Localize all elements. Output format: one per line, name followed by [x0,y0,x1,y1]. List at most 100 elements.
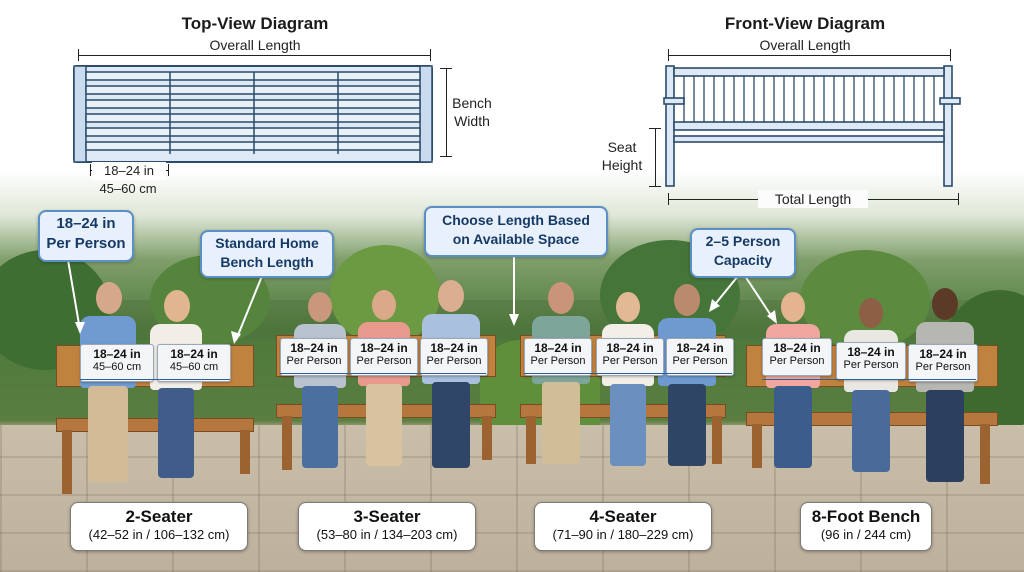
person-legs [302,386,338,468]
person-legs [88,386,128,482]
spacing-tag-inches: 18–24 in [773,341,821,355]
person-legs [852,390,890,472]
seat-height-line2: Height [601,157,643,173]
front-view-bench-drawing [663,65,961,187]
person-legs [610,384,646,466]
person-head [308,292,332,322]
spacing-tag-sub: Per Person [769,355,825,367]
size-label-8-foot-bench: 8-Foot Bench (96 in / 244 cm) [800,502,932,551]
bench-width-line [446,68,447,156]
person-legs [668,384,706,466]
person-head [548,282,574,314]
spacing-tag-sub: Per Person [602,355,658,367]
bench-leg [240,430,250,474]
tick [958,193,959,205]
spacing-tag-inches: 18–24 in [430,341,478,355]
person-head [164,290,190,322]
tag-arrow [280,373,486,374]
tick [950,49,951,61]
total-length-label: Total Length [758,190,868,208]
top-view-overall-length-line [78,55,430,56]
seat-height-line1: Seat [607,139,637,155]
spacing-tag-sub: Per Person [672,355,728,367]
size-label-dimensions: (96 in / 244 cm) [820,527,912,542]
capacity-callout-line2: Capacity [713,252,773,268]
front-view-overall-length-line [668,55,950,56]
size-label-2-seater: 2-Seater (42–52 in / 106–132 cm) [70,502,248,551]
bench-width-line2: Width [454,113,490,129]
person-legs [926,390,964,482]
spacing-tag-sub: Per Person [286,355,342,367]
spacing-tag-sub: 45–60 cm [169,361,219,373]
size-label-dimensions: (71–90 in / 180–229 cm) [552,527,694,542]
size-label-3-seater: 3-Seater (53–80 in / 134–203 cm) [298,502,476,551]
tick [649,128,661,129]
tick [668,49,669,61]
spacing-tag-sub: Per Person [356,355,412,367]
front-view-overall-length-label: Overall Length [759,37,851,53]
tick [90,164,91,176]
top-view-overall-length-label: Overall Length [209,37,301,53]
spacing-tag-inches: 18–24 in [676,341,724,355]
bench-width-label: Bench Width [446,94,498,130]
person-head [674,284,700,316]
person-legs [366,384,402,466]
spacing-tag-inches: 18–24 in [93,347,141,361]
spacing-tag-inches: 18–24 in [360,341,408,355]
size-label-title: 3-Seater [353,507,421,526]
tick [430,49,431,61]
spacing-tag-sub: Per Person [915,361,971,373]
tick [168,164,169,176]
tick [668,193,669,205]
spacing-tag-sub: Per Person [843,359,899,371]
segment-in-label: 18–24 in [92,162,166,180]
size-label-title: 4-Seater [589,507,657,526]
per-person-callout-line2: Per Person [46,235,126,252]
capacity-callout-line1: 2–5 Person [705,233,781,249]
size-label-dimensions: (42–52 in / 106–132 cm) [88,527,230,542]
tag-arrow [762,379,976,380]
bench-leg [482,416,492,460]
bench-leg [62,430,72,494]
person-legs [432,382,470,468]
top-view-title: Top-View Diagram [181,14,329,33]
capacity-callout: 2–5 Person Capacity [690,228,796,278]
bench-leg [526,416,536,464]
spacing-tag-sub: 45–60 cm [92,361,142,373]
choose-length-callout-line2: on Available Space [452,231,580,247]
seat-height-line [655,128,656,186]
bench-leg [980,424,990,484]
tag-arrow [524,373,732,374]
front-view-title: Front-View Diagram [724,14,886,33]
tick [440,68,452,69]
per-person-callout: 18–24 in Per Person [38,210,134,262]
person-legs [158,388,194,478]
spacing-tag-sub: Per Person [426,355,482,367]
person-head [781,292,805,322]
size-label-4-seater: 4-Seater (71–90 in / 180–229 cm) [534,502,712,551]
tick [440,156,452,157]
person-head [372,290,396,320]
person-legs [774,386,812,468]
person-head [616,292,640,322]
spacing-tag-inches: 18–24 in [606,341,654,355]
bench-width-line1: Bench [452,95,492,111]
standard-length-callout-line1: Standard Home [215,235,319,251]
size-label-dimensions: (53–80 in / 134–203 cm) [316,527,458,542]
person-head [932,288,958,320]
size-label-title: 8-Foot Bench [811,507,921,526]
bench-leg [712,416,722,464]
spacing-tag-sub: Per Person [530,355,586,367]
per-person-callout-line1: 18–24 in [56,215,116,232]
segment-cm-label: 45–60 cm [99,181,157,196]
spacing-tag-inches: 18–24 in [290,341,338,355]
spacing-tag-inches: 18–24 in [534,341,582,355]
